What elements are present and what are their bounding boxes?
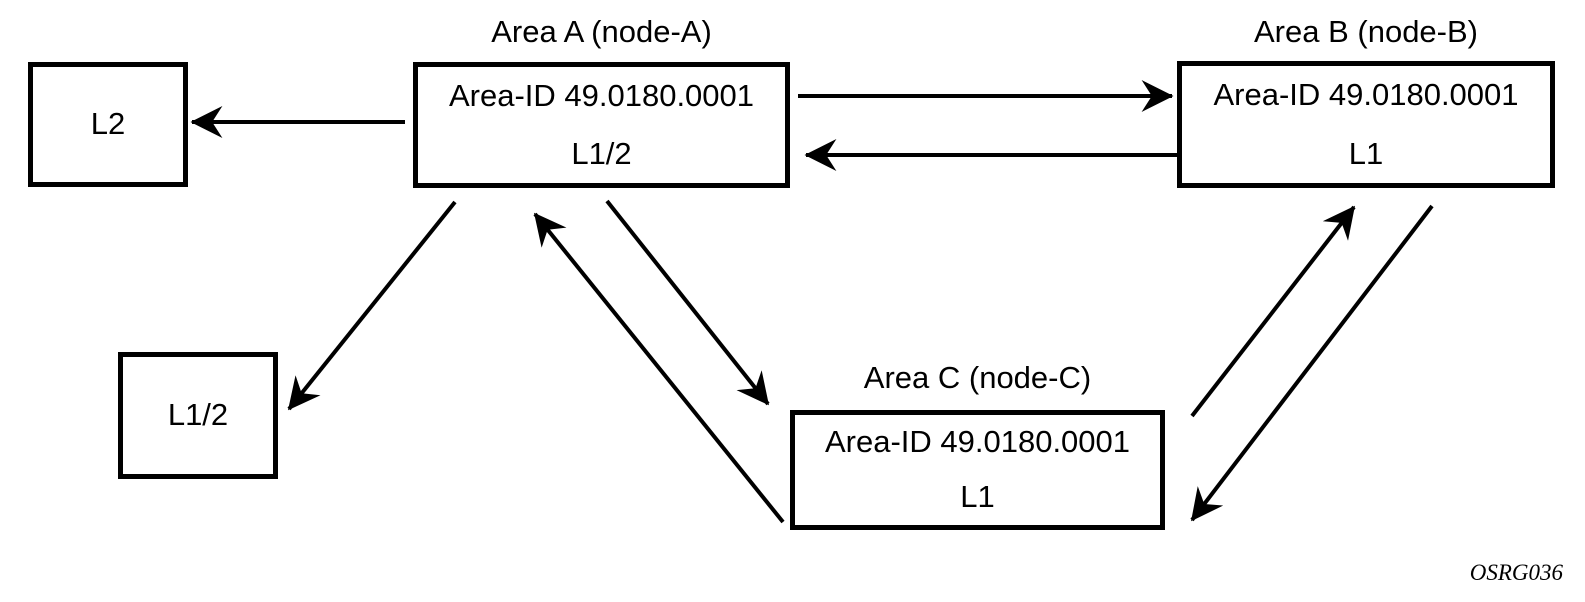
area-c-area-id: Area-ID 49.0180.0001	[824, 424, 1131, 460]
figure-code: OSRG036	[1469, 560, 1563, 585]
area-a-area-id: Area-ID 49.0180.0001	[448, 77, 755, 113]
area-b-area-id: Area-ID 49.0180.0001	[1213, 77, 1519, 113]
node-area-a: Area-ID 49.0180.0001 L1/2	[413, 62, 790, 188]
node-l12-label: L1/2	[167, 397, 229, 433]
area-a-level: L1/2	[571, 135, 632, 171]
arrow-area-a-to-l12	[287, 200, 457, 411]
area-a-title: Area A (node-A)	[491, 14, 712, 49]
node-l12: L1/2	[118, 352, 278, 479]
arrow-area-c-to-area-a	[533, 212, 785, 524]
area-b-title: Area B (node-B)	[1254, 14, 1478, 49]
arrow-area-c-to-area-b	[1190, 205, 1356, 418]
area-b-level: L1	[1348, 135, 1384, 171]
node-area-c: Area-ID 49.0180.0001 L1	[790, 410, 1165, 530]
node-area-b: Area-ID 49.0180.0001 L1	[1177, 61, 1555, 188]
node-l2-label: L2	[90, 106, 126, 142]
area-c-level: L1	[960, 479, 995, 515]
arrow-area-b-to-area-c	[1190, 204, 1434, 522]
arrow-area-a-to-area-c	[605, 199, 770, 406]
area-c-title: Area C (node-C)	[863, 360, 1092, 395]
node-l2: L2	[28, 62, 188, 187]
